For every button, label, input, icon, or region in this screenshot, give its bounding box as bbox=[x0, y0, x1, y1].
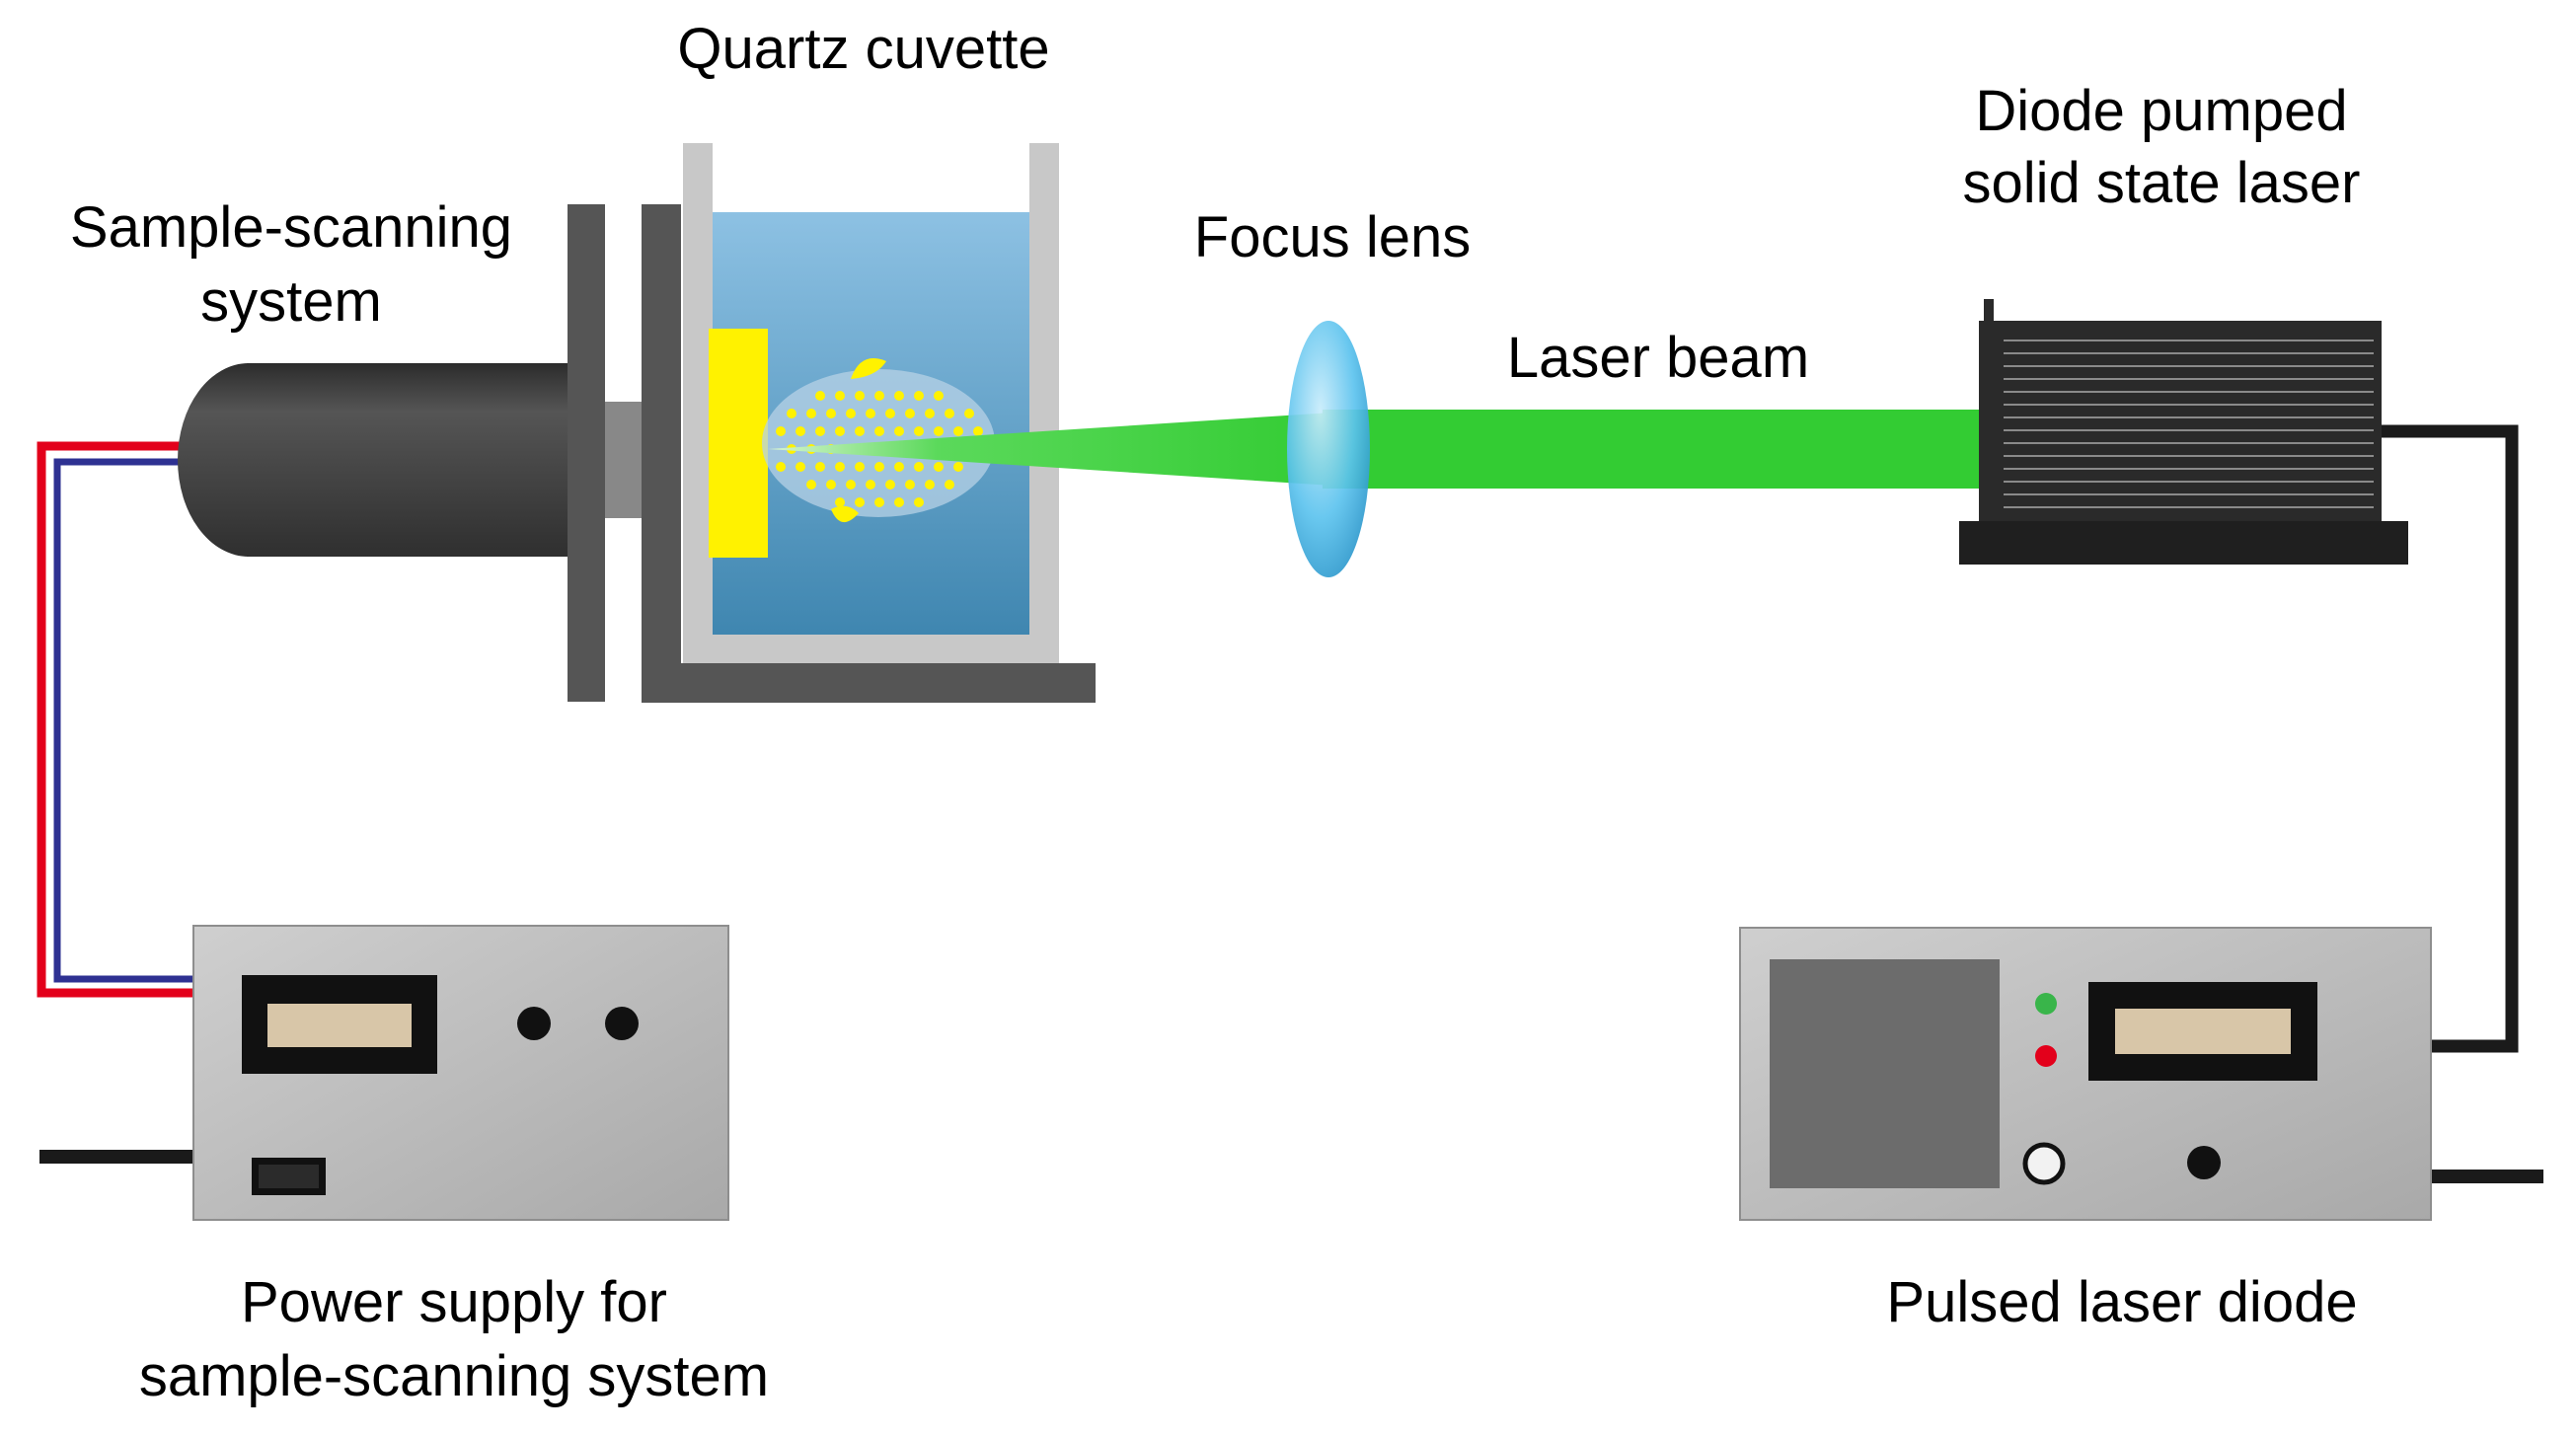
laser-diode-mains-cord bbox=[2430, 1170, 2543, 1183]
label-focus-lens: Focus lens bbox=[1193, 205, 1472, 269]
sample-scanning-system bbox=[178, 204, 681, 702]
cuvette-wall-right bbox=[1029, 143, 1059, 663]
nanoparticle-dot bbox=[846, 480, 856, 490]
dpss-body bbox=[1979, 321, 2382, 523]
label-dpss-line2: solid state laser bbox=[1962, 151, 2361, 215]
scanner-motor-end bbox=[178, 363, 320, 557]
label-power-supply-line2: sample-scanning system bbox=[138, 1344, 770, 1408]
nanoparticle-dot bbox=[826, 480, 836, 490]
nanoparticle-dot bbox=[905, 480, 915, 490]
nanoparticle-dot bbox=[835, 426, 845, 436]
laser-beam bbox=[1323, 410, 1984, 489]
nanoparticle-dot bbox=[796, 462, 805, 472]
focus-lens bbox=[1287, 321, 1370, 577]
pulsed-laser-diode-unit bbox=[1739, 927, 2432, 1221]
label-pulsed-laser-diode: Pulsed laser diode bbox=[1886, 1270, 2358, 1334]
nanoparticle-dot bbox=[925, 480, 935, 490]
nanoparticle-dot bbox=[874, 462, 884, 472]
nanoparticle-dot bbox=[835, 462, 845, 472]
plume-tip-bottom bbox=[831, 505, 859, 523]
nanoparticle-dot bbox=[815, 391, 825, 401]
nanoparticle-dot bbox=[855, 426, 865, 436]
nanoparticle-dot bbox=[826, 409, 836, 418]
label-sample-scanning-line1: Sample-scanning bbox=[69, 195, 513, 260]
scanner-plate-front bbox=[568, 204, 605, 702]
nanoparticle-dot bbox=[934, 426, 944, 436]
nanoparticle-dot bbox=[914, 391, 924, 401]
label-sample-scanning-line2: system bbox=[200, 269, 382, 334]
laser-diode-knob bbox=[2187, 1146, 2221, 1179]
nanoparticle-dot bbox=[934, 391, 944, 401]
power-supply-unit bbox=[192, 925, 729, 1221]
nanoparticle-dot bbox=[894, 462, 904, 472]
laser-diode-button-white bbox=[2022, 1142, 2066, 1185]
power-supply-mains-cord bbox=[39, 1150, 197, 1164]
dpss-laser bbox=[1959, 299, 2408, 565]
nanoparticle-dot bbox=[964, 409, 974, 418]
led-green bbox=[2035, 993, 2057, 1015]
nanoparticle-dot bbox=[894, 391, 904, 401]
nanoparticle-dot bbox=[846, 409, 856, 418]
nanoparticle-dot bbox=[835, 391, 845, 401]
laser-cable bbox=[2382, 424, 2519, 1053]
nanoparticle-dot bbox=[914, 462, 924, 472]
scanner-shaft bbox=[605, 402, 644, 518]
nanoparticle-dot bbox=[796, 426, 805, 436]
laser-diode-display bbox=[2115, 1009, 2291, 1054]
plume-tip-top bbox=[851, 357, 886, 379]
nanoparticle-dot bbox=[973, 426, 983, 436]
nanoparticle-dot bbox=[894, 426, 904, 436]
power-cable bbox=[37, 441, 193, 998]
label-laser-beam: Laser beam bbox=[1506, 326, 1810, 390]
nanoparticle-dot bbox=[914, 497, 924, 507]
nanoparticle-dot bbox=[945, 480, 954, 490]
nanoparticle-dot bbox=[885, 409, 895, 418]
nanoparticle-dot bbox=[885, 480, 895, 490]
nanoparticle-dot bbox=[806, 480, 816, 490]
nanoparticle-dot bbox=[815, 426, 825, 436]
nanoparticle-dot bbox=[855, 462, 865, 472]
nanoparticle-dot bbox=[953, 426, 963, 436]
led-red bbox=[2035, 1045, 2057, 1067]
label-dpss-line1: Diode pumped bbox=[1975, 79, 2348, 143]
cuvette-wall-left bbox=[683, 143, 713, 663]
power-supply-knob-right bbox=[605, 1007, 639, 1040]
cuvette-wall-bottom bbox=[683, 635, 1059, 663]
nanoparticle-dot bbox=[874, 391, 884, 401]
nanoparticle-dot bbox=[815, 462, 825, 472]
cuvette-holder-base bbox=[642, 663, 1096, 703]
nanoparticle-dot bbox=[874, 426, 884, 436]
focused-laser-cone bbox=[768, 413, 1332, 486]
nanoparticle-dot bbox=[806, 409, 816, 418]
nanoparticle-dot bbox=[776, 426, 786, 436]
nanoparticle-dot bbox=[894, 497, 904, 507]
laser-diode-panel bbox=[1770, 959, 2000, 1188]
nanoparticle-dot bbox=[934, 462, 944, 472]
nanoparticle-dot bbox=[953, 462, 963, 472]
dpss-base bbox=[1959, 521, 2408, 565]
power-supply-display bbox=[267, 1004, 412, 1047]
nanoparticle-dot bbox=[835, 497, 845, 507]
nanoparticle-dot bbox=[925, 409, 935, 418]
nanoparticle-dot bbox=[914, 426, 924, 436]
nanoparticle-dot bbox=[855, 391, 865, 401]
nanoparticle-dot bbox=[776, 462, 786, 472]
power-supply-switch-inner bbox=[259, 1165, 319, 1188]
nanoparticle-dot bbox=[866, 480, 875, 490]
nanoparticle-dot bbox=[866, 409, 875, 418]
nanoparticle-dot bbox=[874, 497, 884, 507]
label-power-supply-line1: Power supply for bbox=[241, 1270, 667, 1334]
nanoparticle-dot bbox=[787, 409, 796, 418]
scanner-plate-back bbox=[642, 204, 681, 702]
nanoparticle-dot bbox=[905, 409, 915, 418]
target-plate bbox=[709, 329, 768, 558]
power-supply-knob-left bbox=[517, 1007, 551, 1040]
nanoparticle-dot bbox=[945, 409, 954, 418]
nanoparticle-dot bbox=[855, 497, 865, 507]
label-quartz-cuvette: Quartz cuvette bbox=[677, 17, 1050, 81]
